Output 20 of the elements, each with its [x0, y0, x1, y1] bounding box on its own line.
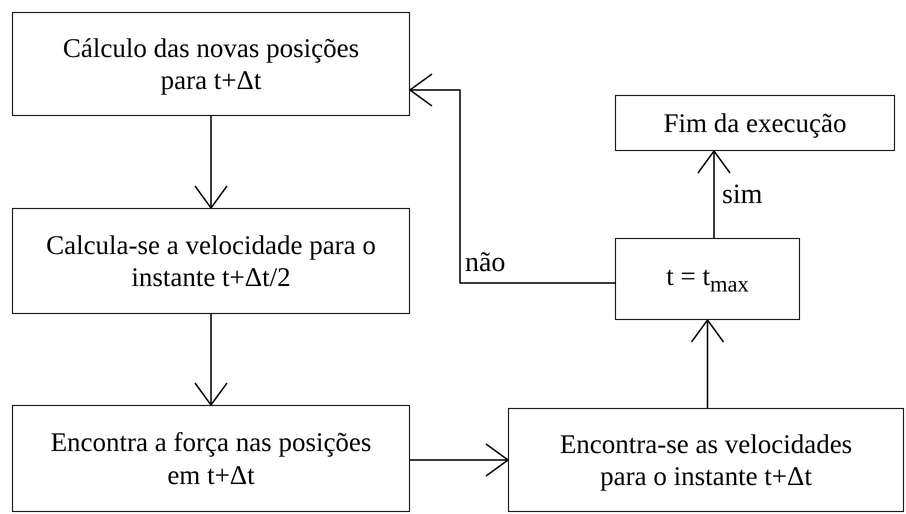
arrow — [690, 319, 724, 408]
arrow — [409, 73, 615, 284]
box-text: Calcula-se a velocidade para o instante t+Δt/2 — [45, 228, 377, 294]
arrow — [194, 314, 228, 406]
arrow — [697, 150, 731, 238]
box-text: Cálculo das novas posições para t+Δt — [62, 32, 360, 96]
box-text: Encontra-se as velocidades para o instante t+Δt — [558, 428, 854, 492]
process-box — [12, 12, 410, 116]
arrow — [194, 116, 228, 209]
process-box — [12, 405, 410, 512]
process-box — [508, 408, 904, 512]
arrow — [410, 443, 509, 477]
box-text: Encontra a força nas posições em t+Δt — [50, 426, 372, 491]
edge-label: não — [465, 249, 506, 277]
process-box — [615, 95, 895, 151]
edge-label: sim — [722, 180, 762, 208]
process-box — [12, 208, 410, 314]
box-text: Fim da execução — [664, 106, 846, 140]
process-box — [615, 238, 800, 320]
box-text: t = t$_{max}$ — [666, 260, 749, 298]
